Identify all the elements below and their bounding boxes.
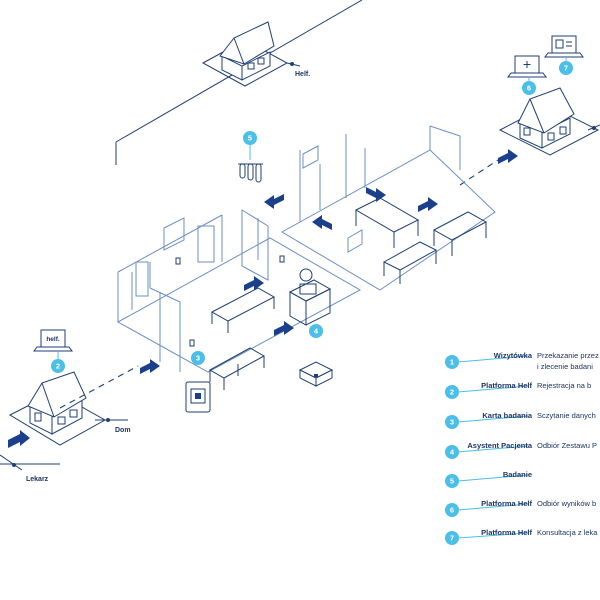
legend-desc: Rejestracja na b xyxy=(537,381,591,390)
legend-item: 7 Platforma Helf Konsultacja z leka xyxy=(445,528,598,545)
legend-number: 5 xyxy=(450,477,454,486)
marker-5: 5 xyxy=(243,131,257,160)
top-house-label: Helf. xyxy=(295,71,310,78)
marker-2-text: 2 xyxy=(56,362,60,371)
marker-4-text: 4 xyxy=(314,327,319,336)
legend-title: Platforma Helf xyxy=(481,499,532,508)
legend-desc: Przekazanie przez xyxy=(537,351,599,360)
arrow-icon xyxy=(8,430,30,448)
right-house-icon xyxy=(498,87,600,156)
marker-5-text: 5 xyxy=(248,134,252,143)
laptop-left-icon xyxy=(33,329,73,352)
legend-desc: Odbiór Zestawu P xyxy=(537,441,597,450)
arrow-icon xyxy=(498,149,518,164)
arrows xyxy=(8,149,518,448)
legend-title: Platforma Helf xyxy=(481,528,532,537)
kiosk-icon xyxy=(185,381,211,413)
marker-2: 2 xyxy=(51,352,65,373)
legend-title: Asystent Pacjenta xyxy=(467,441,532,450)
legend-item: 3 Karta badania Sczytanie danych xyxy=(445,411,596,429)
legend-number: 4 xyxy=(450,448,455,457)
legend-title: Platforma Helf xyxy=(481,381,532,390)
legend-desc-2: i zlecenie badani xyxy=(537,362,593,371)
home-label: Dom xyxy=(115,427,131,434)
legend-item: 4 Asystent Pacjenta Odbiór Zestawu P xyxy=(445,441,597,459)
arrow-icon xyxy=(264,194,284,209)
doctor-marker xyxy=(12,463,16,467)
marker-7: 7 xyxy=(559,58,573,75)
legend-number: 7 xyxy=(450,534,454,543)
home-house-icon xyxy=(8,371,128,446)
legend-desc: Konsultacja z leka xyxy=(537,528,598,537)
box-icon xyxy=(298,361,334,387)
doctor-label: Lekarz xyxy=(26,476,49,483)
legend-desc: Odbiór wyników b xyxy=(537,499,596,508)
marker-3-text: 3 xyxy=(196,354,200,363)
legend-item: 2 Platforma Helf Rejestracja na b xyxy=(445,381,591,399)
arrow-icon xyxy=(312,215,332,230)
arrow-icon xyxy=(366,187,386,202)
legend-title: Badanie xyxy=(503,470,532,479)
laptop-right-6-icon xyxy=(507,55,547,78)
marker-6-text: 6 xyxy=(527,84,531,93)
legend-item: 6 Platforma Helf Odbiór wyników b xyxy=(445,499,596,517)
arrow-icon xyxy=(418,197,438,212)
legend-number: 6 xyxy=(450,506,454,515)
laptop-screen-text: helf. xyxy=(46,336,60,343)
legend-title: Wizytówka xyxy=(494,351,533,360)
test-tube-icon xyxy=(238,163,263,183)
arrow-icon xyxy=(244,276,264,291)
arrow-icon xyxy=(274,321,294,336)
marker-3: 3 xyxy=(191,351,205,365)
legend-title: Karta badania xyxy=(482,411,532,420)
legend-number: 3 xyxy=(450,418,454,427)
legend-item: 5 Badanie xyxy=(445,470,532,488)
arrow-icon xyxy=(140,359,160,374)
top-house-icon xyxy=(201,21,301,87)
legend-item: 1 Wizytówka Przekazanie przez i zlecenie… xyxy=(445,351,599,371)
marker-4: 4 xyxy=(309,324,323,338)
marker-7-text: 7 xyxy=(564,64,568,73)
marker-6: 6 xyxy=(522,78,536,95)
legend-number: 1 xyxy=(450,358,454,367)
legend: 1 Wizytówka Przekazanie przez i zlecenie… xyxy=(445,351,599,545)
room-right xyxy=(280,125,496,291)
room-left xyxy=(116,209,362,390)
legend-desc: Sczytanie danych xyxy=(537,411,596,420)
laptop-right-7-icon xyxy=(544,35,584,58)
legend-number: 2 xyxy=(450,388,454,397)
journey-path xyxy=(59,159,499,409)
